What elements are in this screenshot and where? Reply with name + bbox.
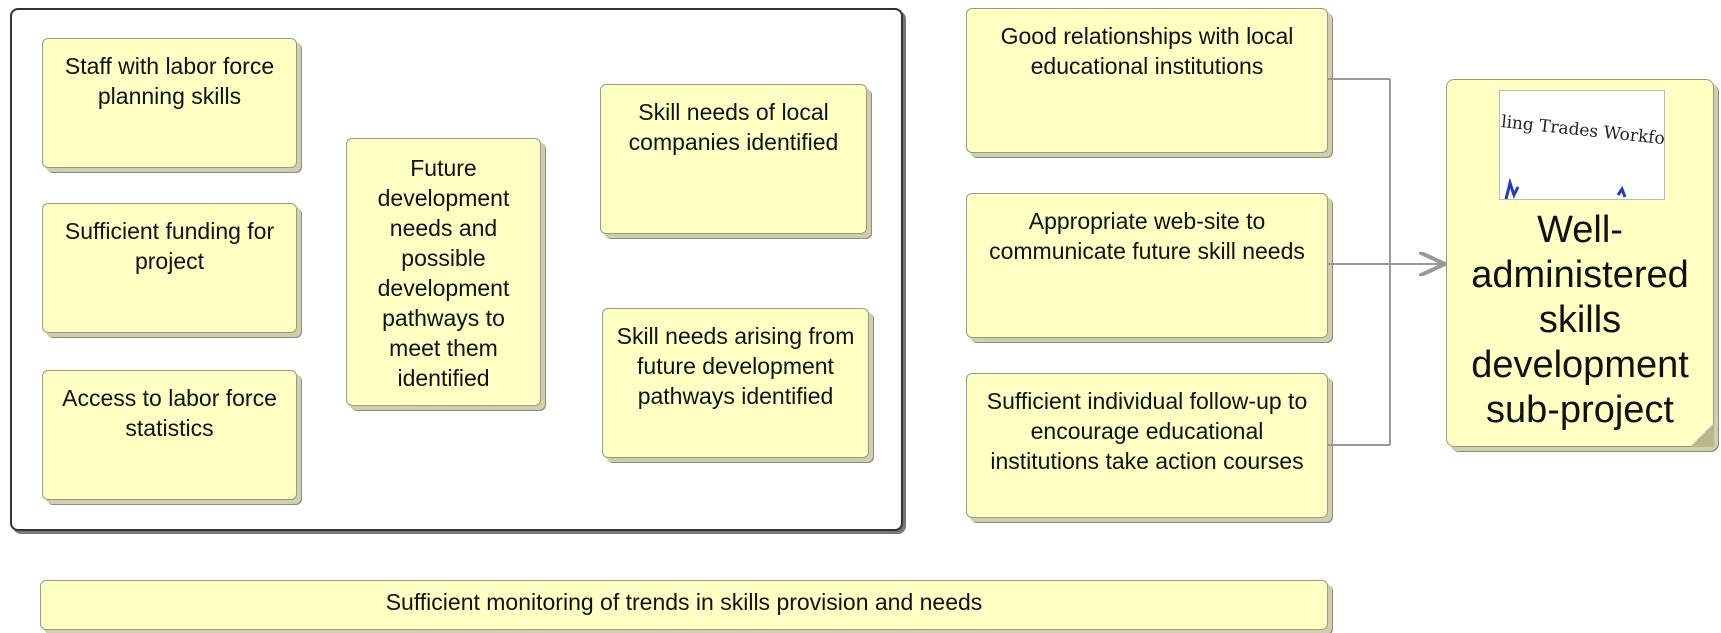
- corner-fold-icon: [1690, 423, 1714, 447]
- thumbnail-chart-marks: [1504, 177, 1627, 199]
- note-future-needs-text: Future development needs and possible de…: [377, 155, 510, 391]
- note-statistics[interactable]: Access to labor force statistics: [42, 370, 297, 500]
- note-local-companies-text: Skill needs of local companies identifie…: [628, 99, 839, 155]
- note-future-pathways-text: Skill needs arising from future developm…: [616, 323, 855, 409]
- note-funding-text: Sufficient funding for project: [64, 218, 275, 274]
- note-relationships[interactable]: Good relationships with local educationa…: [966, 8, 1328, 153]
- note-follow-up[interactable]: Sufficient individual follow-up to encou…: [966, 373, 1328, 518]
- note-future-pathways[interactable]: Skill needs arising from future developm…: [602, 308, 869, 458]
- note-website-text: Appropriate web-site to communicate futu…: [989, 208, 1305, 264]
- note-local-companies[interactable]: Skill needs of local companies identifie…: [600, 84, 867, 234]
- target-title: Well-administered skills development sub…: [1471, 209, 1689, 431]
- note-monitoring[interactable]: Sufficient monitoring of trends in skill…: [40, 580, 1328, 630]
- thumbnail-image: ling Trades Workfor: [1499, 90, 1665, 200]
- note-future-needs[interactable]: Future development needs and possible de…: [346, 138, 541, 406]
- note-staff-skills[interactable]: Staff with labor force planning skills: [42, 38, 297, 168]
- note-funding[interactable]: Sufficient funding for project: [42, 203, 297, 333]
- target-note[interactable]: ling Trades Workfor Well-administered sk…: [1446, 79, 1714, 447]
- note-website[interactable]: Appropriate web-site to communicate futu…: [966, 193, 1328, 338]
- note-statistics-text: Access to labor force statistics: [62, 385, 277, 441]
- note-monitoring-text: Sufficient monitoring of trends in skill…: [385, 589, 983, 615]
- note-follow-up-text: Sufficient individual follow-up to encou…: [986, 388, 1308, 474]
- note-staff-skills-text: Staff with labor force planning skills: [64, 53, 275, 109]
- note-relationships-text: Good relationships with local educationa…: [1000, 23, 1294, 79]
